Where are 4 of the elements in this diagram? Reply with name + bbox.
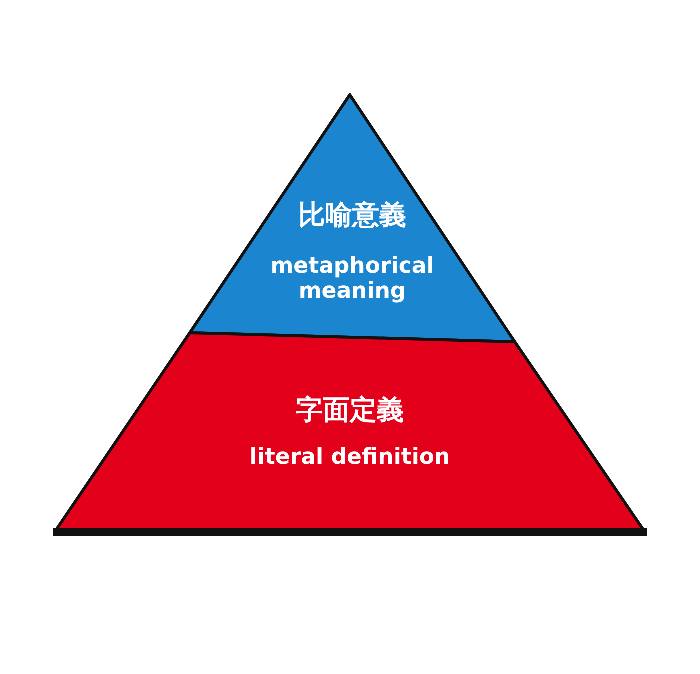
- section-title: 字面定義: [296, 395, 404, 426]
- section-subtitle: literal definition: [250, 445, 450, 470]
- section-subtitle: metaphorical meaning: [270, 254, 436, 305]
- section-title: 比喻意義: [298, 200, 406, 232]
